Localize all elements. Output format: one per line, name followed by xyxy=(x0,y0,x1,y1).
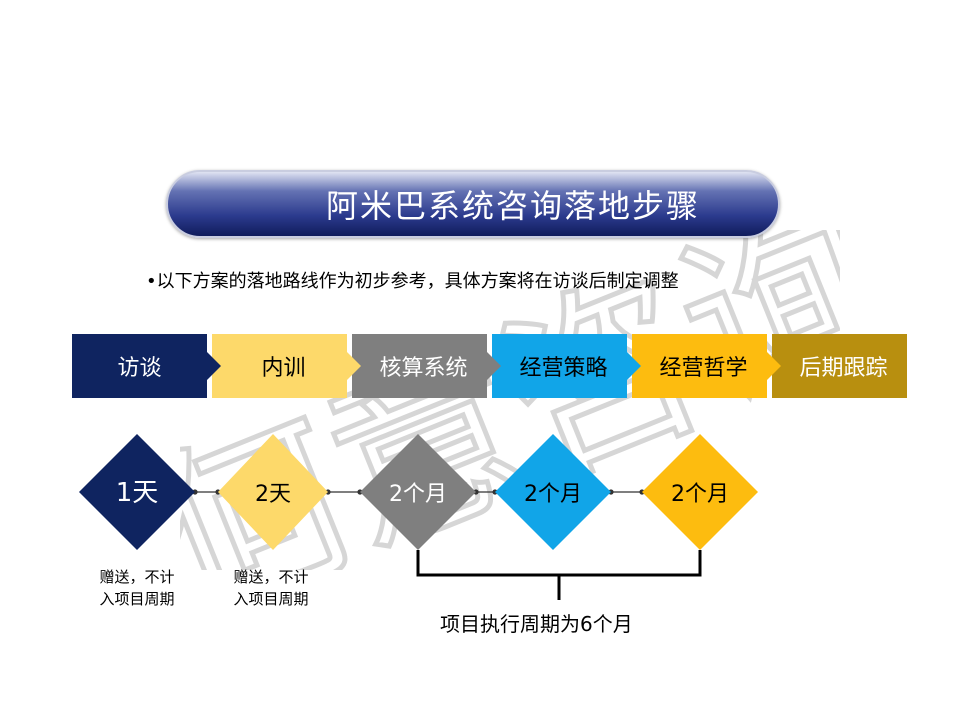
title-banner: 阿米巴系统咨询落地步骤 xyxy=(166,170,780,238)
step-arrow xyxy=(347,352,361,380)
duration-label: 2个月 xyxy=(389,482,447,507)
period-bracket xyxy=(416,550,702,577)
step-1: 访谈 xyxy=(72,334,221,398)
step-3: 核算系统 xyxy=(352,334,501,398)
note-line: 赠送，不计 xyxy=(99,568,175,586)
duration-diamond xyxy=(218,434,328,550)
step-arrow xyxy=(627,352,641,380)
duration-diamond xyxy=(360,434,476,550)
note-training: 赠送，不计 入项目周期 xyxy=(216,566,326,610)
step-4: 经营策略 xyxy=(492,334,641,398)
note-line: 入项目周期 xyxy=(99,590,175,608)
note-line: 赠送，不计 xyxy=(233,568,309,586)
note-line: 入项目周期 xyxy=(233,590,309,608)
duration-diamond xyxy=(642,434,758,550)
step-arrow xyxy=(767,352,781,380)
page-title: 阿米巴系统咨询落地步骤 xyxy=(325,187,700,225)
step-arrow xyxy=(207,352,221,380)
step-5: 经营哲学 xyxy=(632,334,781,398)
duration-diamond xyxy=(79,434,195,550)
step-6: 后期跟踪 xyxy=(772,334,907,398)
step-2: 内训 xyxy=(212,334,361,398)
step-label: 访谈 xyxy=(117,356,162,381)
duration-label: 1天 xyxy=(116,478,159,508)
step-label: 核算系统 xyxy=(379,356,468,381)
step-label: 内训 xyxy=(261,356,306,381)
duration-diamond xyxy=(495,434,611,550)
step-label: 经营策略 xyxy=(519,356,608,381)
step-label: 经营哲学 xyxy=(659,356,748,381)
duration-label: 2天 xyxy=(255,482,291,507)
project-period-label: 项目执行周期为6个月 xyxy=(440,612,633,636)
subtitle-note: •以下方案的落地路线作为初步参考，具体方案将在访谈后制定调整 xyxy=(146,271,679,292)
step-arrow xyxy=(487,352,501,380)
note-interview: 赠送，不计 入项目周期 xyxy=(82,566,192,610)
duration-label: 2个月 xyxy=(671,482,729,507)
step-label: 后期跟踪 xyxy=(799,356,888,381)
duration-label: 2个月 xyxy=(524,482,582,507)
process-steps: 访谈 内训 核算系统 经营策略 经营哲学 后期跟踪 xyxy=(72,334,908,398)
